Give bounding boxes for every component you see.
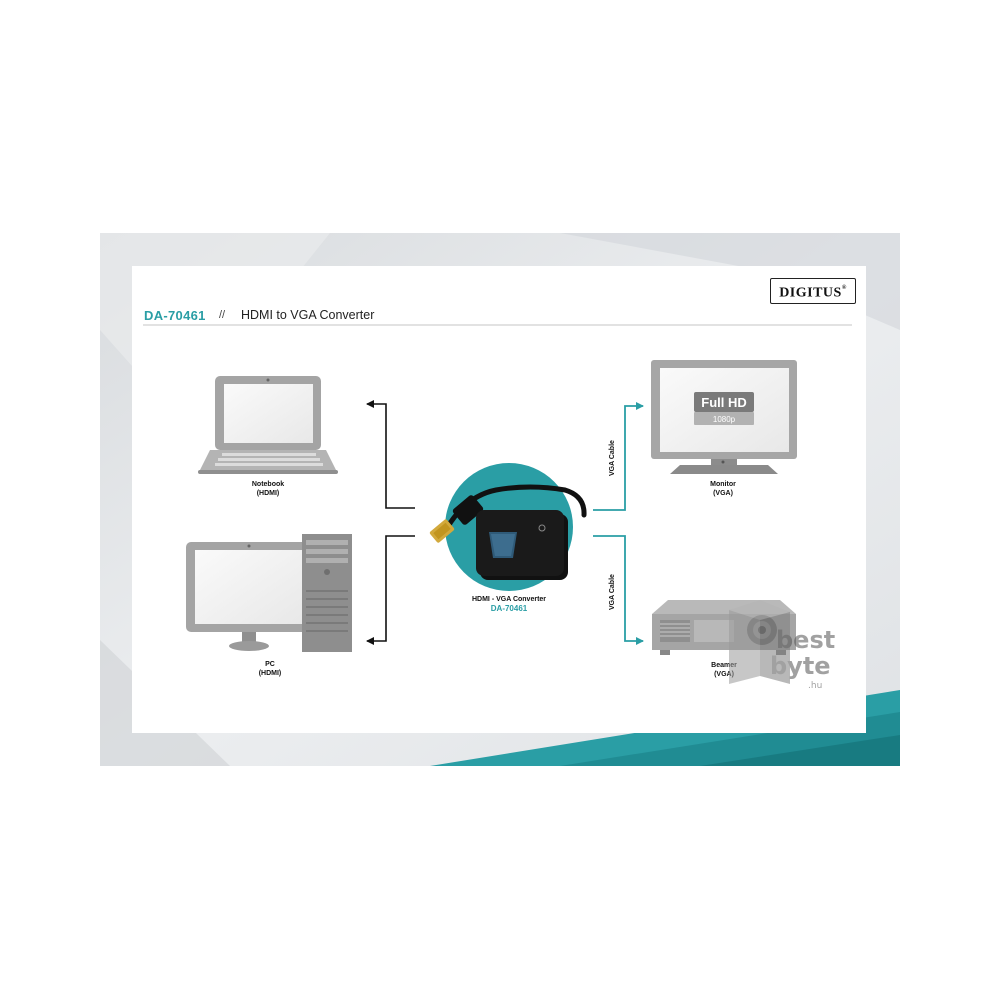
vga-cable-bottom-label: VGA Cable xyxy=(609,574,616,610)
converter-code-label: DA-70461 xyxy=(491,604,528,613)
resolution-badge: 1080p xyxy=(713,415,736,424)
svg-text:.hu: .hu xyxy=(808,681,822,691)
notebook-device xyxy=(198,376,338,474)
beamer-port-label: (VGA) xyxy=(714,671,734,678)
monitor-name-label: Monitor xyxy=(710,481,736,488)
full-hd-badge: Full HD xyxy=(701,395,747,410)
monitor-device xyxy=(651,360,797,474)
beamer-name-label: Beamer xyxy=(711,662,737,669)
converter-device xyxy=(429,463,587,591)
svg-text:best: best xyxy=(776,626,835,654)
notebook-port-label: (HDMI) xyxy=(257,490,280,497)
hdmi-connection-lines xyxy=(366,400,415,645)
pc-port-label: (HDMI) xyxy=(259,670,282,677)
monitor-port-label: (VGA) xyxy=(713,490,733,497)
product-code: DA-70461 xyxy=(144,308,206,323)
converter-name-label: HDMI - VGA Converter xyxy=(472,596,546,603)
vga-cable-top-label: VGA Cable xyxy=(609,440,616,476)
product-title: HDMI to VGA Converter xyxy=(241,308,375,322)
pc-device xyxy=(186,534,352,652)
svg-text:byte: byte xyxy=(770,652,831,680)
pc-name-label: PC xyxy=(265,661,275,668)
notebook-name-label: Notebook xyxy=(252,481,284,488)
header-separator: // xyxy=(219,309,226,321)
digitus-logo: DIGITUS® xyxy=(770,278,856,304)
vga-connection-lines xyxy=(593,402,644,645)
bestbyte-watermark: best byte .hu xyxy=(729,600,835,691)
